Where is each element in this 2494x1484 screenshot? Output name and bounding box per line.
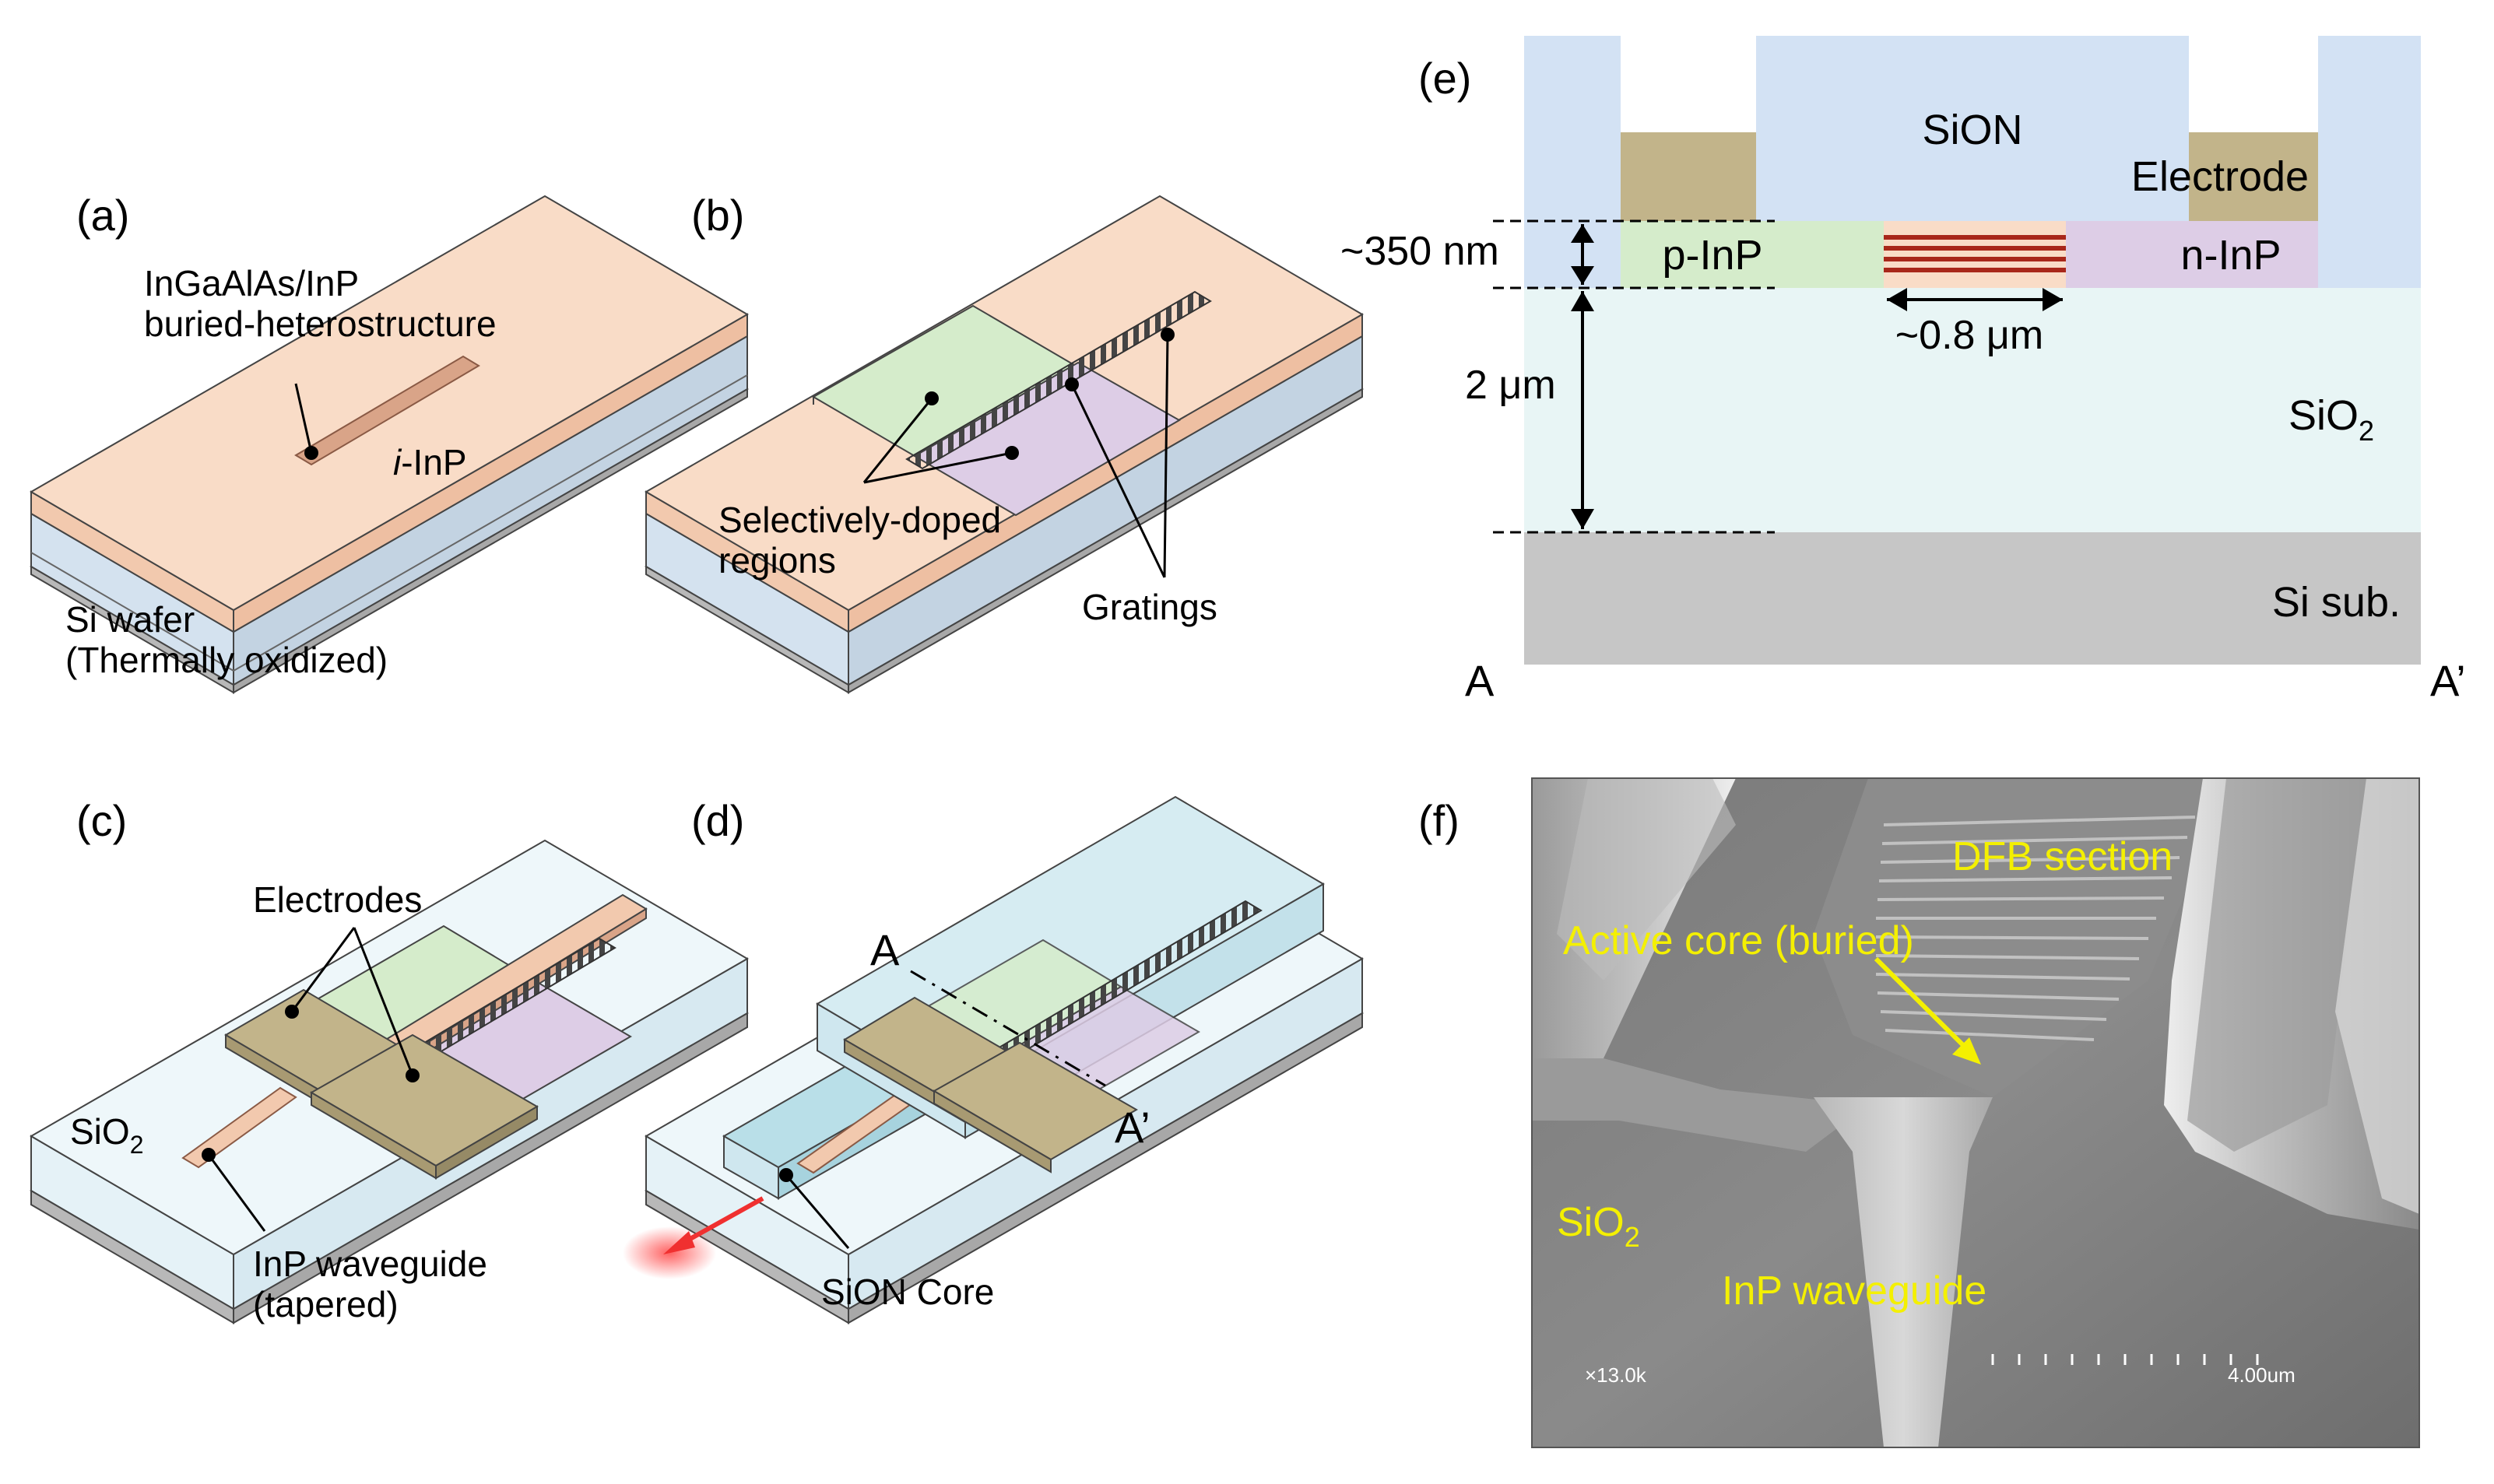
electrode-left xyxy=(1621,132,1756,221)
sio2-label: SiO2 xyxy=(1557,1200,1640,1253)
scale-label: 4.00um xyxy=(2228,1363,2296,1387)
panel-e: (e) SiON Electrode p-InP n-InP ~350 nm ~… xyxy=(1340,36,2466,705)
section-a-prime-label: A’ xyxy=(1115,1103,1150,1152)
label-f: (f) xyxy=(1418,796,1460,845)
waveguide-label: InP waveguide xyxy=(1722,1268,1986,1314)
sion-label: SiON xyxy=(1922,107,2022,153)
panel-b: (b) Selectively-doped regions Gratings xyxy=(645,191,1365,694)
n-inp-label: n-InP xyxy=(2180,232,2281,279)
sio2-label: SiO2 xyxy=(2289,392,2374,447)
electrodes-label: Electrodes xyxy=(253,879,422,920)
sio2-label: SiO2 xyxy=(70,1111,143,1159)
waveguide-line2: (tapered) xyxy=(253,1284,399,1324)
inp-waveguide xyxy=(1814,1097,1993,1447)
i-inp-label: i-InP xyxy=(393,442,467,482)
sio2-box xyxy=(1524,288,2421,532)
end-a-prime-label: A’ xyxy=(2430,656,2466,705)
grating xyxy=(905,290,1212,470)
panel-c: (c) Electrodes SiO2 InP waveguide (taper… xyxy=(30,796,749,1324)
label-d: (d) xyxy=(691,796,744,845)
width-label: ~0.8 μm xyxy=(1895,313,2043,358)
waveguide-line1: InP waveguide xyxy=(253,1244,487,1284)
dfb-label: DFB section xyxy=(1952,834,2173,879)
wafer-line1: Si wafer xyxy=(65,599,195,640)
end-a-label: A xyxy=(1465,656,1495,705)
dfb-grating xyxy=(1875,816,2196,1041)
active-core-arrow xyxy=(1874,956,1976,1058)
structure-line2: buried-heterostructure xyxy=(144,303,497,344)
label-c: (c) xyxy=(76,796,127,845)
scale-bar xyxy=(1991,1354,2259,1365)
label-b: (b) xyxy=(691,191,744,240)
panel-f: (f) xyxy=(1418,777,2420,1448)
p-inp-region xyxy=(1621,221,1884,288)
panel-d: (d) A A’ SiON Core xyxy=(623,795,1364,1324)
label-e: (e) xyxy=(1418,54,1471,103)
core-label: SiON Core xyxy=(821,1272,994,1312)
gratings-label: Gratings xyxy=(1082,587,1217,627)
sem-image xyxy=(1531,777,2420,1448)
active-core xyxy=(1884,221,2066,288)
si-substrate xyxy=(1524,532,2421,665)
buried-core xyxy=(294,355,480,466)
doped-line2: regions xyxy=(718,540,836,581)
active-core-label: Active core (buried) xyxy=(1563,918,1914,963)
wafer-line2: (Thermally oxidized) xyxy=(65,640,388,680)
substrate-label: Si sub. xyxy=(2272,579,2401,626)
sion-left xyxy=(1524,36,1621,221)
n-inp-region xyxy=(2066,221,2318,288)
structure-line1: InGaAlAs/InP xyxy=(144,263,359,303)
section-line xyxy=(910,970,1106,1087)
sion-center xyxy=(1756,36,2189,221)
label-a: (a) xyxy=(76,191,129,240)
panel-a: (a) InGaAlAs/InP buried-heterostructure … xyxy=(30,191,750,694)
thickness-label: ~350 nm xyxy=(1340,229,1499,274)
section-a-label: A xyxy=(870,925,900,974)
doped-line1: Selectively-doped xyxy=(718,500,1001,540)
tapered-waveguide xyxy=(181,1086,297,1169)
sion-right xyxy=(2318,36,2421,221)
magnification-label: ×13.0k xyxy=(1585,1363,1647,1387)
electrode-label: Electrode xyxy=(2131,153,2309,200)
electrode-right xyxy=(2189,132,2318,221)
box-thickness-label: 2 μm xyxy=(1465,363,1556,408)
p-inp-label: p-InP xyxy=(1662,232,1762,279)
